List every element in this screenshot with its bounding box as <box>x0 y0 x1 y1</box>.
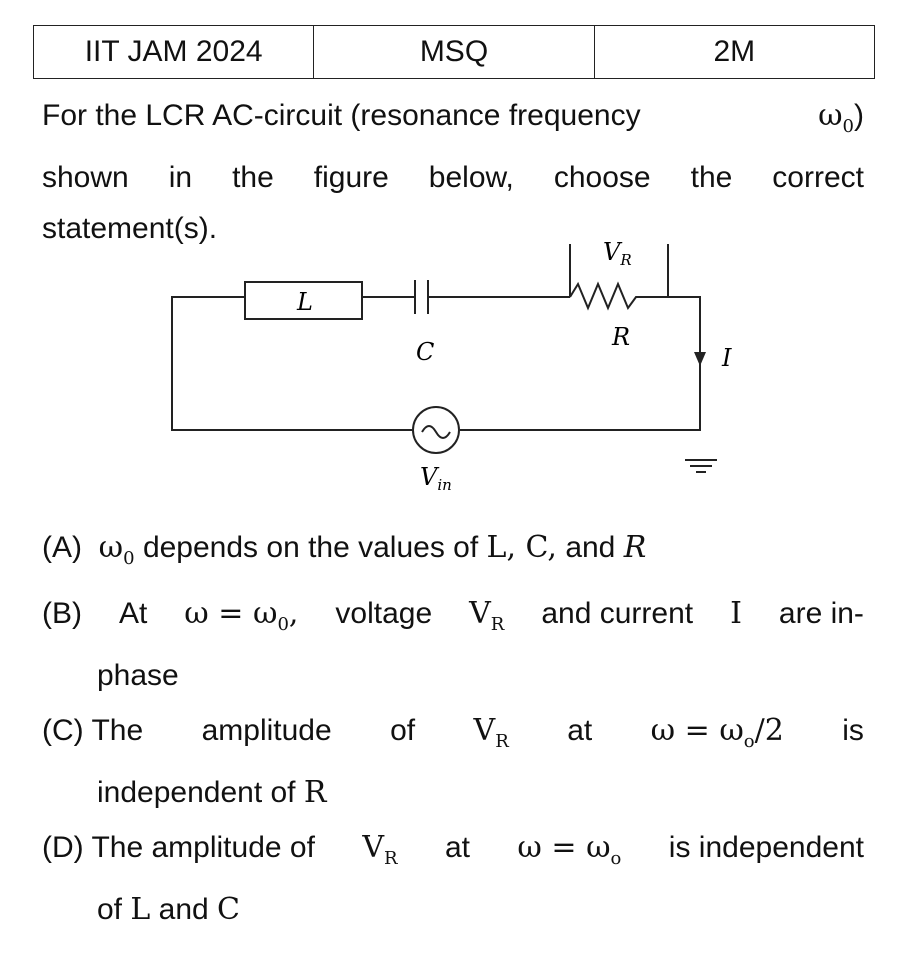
option-a[interactable]: (A) ω0 depends on the values of L, C, an… <box>42 530 647 569</box>
resistor-zigzag <box>460 281 701 431</box>
exam-name-cell: IIT JAM 2024 <box>34 26 315 78</box>
current-arrow <box>694 352 706 366</box>
question-line-2: shown in the figure below, choose the co… <box>42 161 864 194</box>
question-line-3: statement(s). <box>42 212 218 245</box>
resistor-label: R <box>611 323 630 351</box>
question-stem: For the LCR AC-circuit (resonance freque… <box>42 90 864 254</box>
ac-source-circle <box>412 406 460 454</box>
inductor-box <box>244 281 363 320</box>
wire-left <box>171 296 412 431</box>
current-label: I <box>721 344 732 372</box>
capacitor-label: C <box>416 338 434 366</box>
ac-source-wave <box>421 425 451 439</box>
marks-cell: 2M <box>713 35 756 68</box>
question-header-table: IIT JAM 2024 MSQ 2M <box>33 25 875 79</box>
question-line-1: For the LCR AC-circuit (resonance freque… <box>42 98 864 137</box>
lcr-circuit-diagram: L C R VR I Vin <box>171 238 732 494</box>
vin-label: Vin <box>420 463 452 494</box>
inductor-label: L <box>296 288 313 316</box>
option-c[interactable]: (C) The amplitude of VR at ω = ωo/2 is i… <box>42 713 864 810</box>
vr-label: VR <box>603 238 632 269</box>
option-b[interactable]: (B) At ω = ω0, voltage VR and current I … <box>42 596 864 692</box>
question-type-cell: MSQ <box>314 26 595 78</box>
option-d[interactable]: (D) The amplitude of VR at ω = ωo is ind… <box>42 830 864 927</box>
